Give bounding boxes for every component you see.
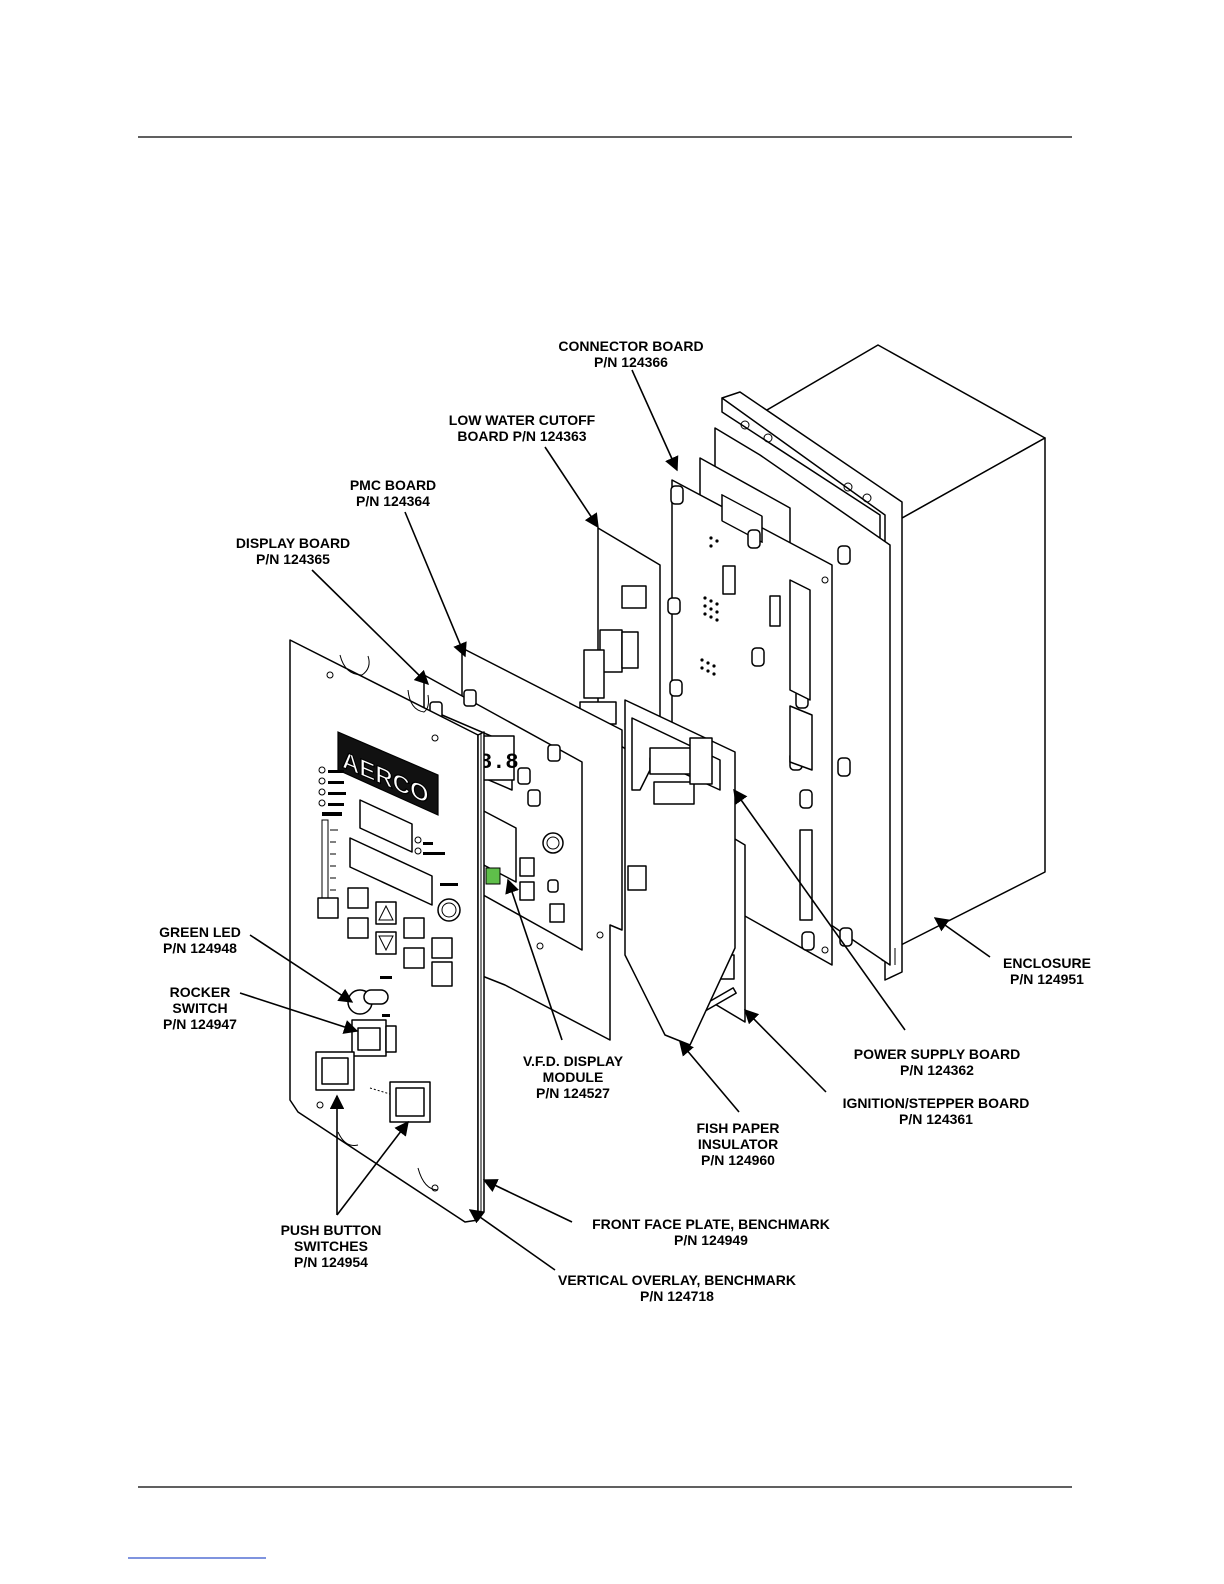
label-ignition-stepper-board: IGNITION/STEPPER BOARD P/N 124361: [843, 1095, 1030, 1127]
label-green-led: GREEN LED P/N 124948: [159, 924, 241, 956]
svg-text:P/N 124362: P/N 124362: [900, 1062, 974, 1078]
label-pmc-board: PMC BOARD P/N 124364: [350, 477, 436, 509]
label-enclosure: ENCLOSURE P/N 124951: [1003, 955, 1091, 987]
svg-text:SWITCH: SWITCH: [172, 1000, 227, 1016]
label-power-supply-board: POWER SUPPLY BOARD P/N 124362: [854, 1046, 1020, 1078]
label-vertical-overlay: VERTICAL OVERLAY, BENCHMARK P/N 124718: [558, 1272, 796, 1304]
label-display-board: DISPLAY BOARD P/N 124365: [236, 535, 350, 567]
svg-text:CONNECTOR BOARD: CONNECTOR BOARD: [558, 338, 703, 354]
svg-text:P/N 124954: P/N 124954: [294, 1254, 368, 1270]
svg-text:IGNITION/STEPPER BOARD: IGNITION/STEPPER BOARD: [843, 1095, 1030, 1111]
green-led-part[interactable]: [347, 976, 392, 1015]
svg-text:8.8: 8.8: [479, 750, 519, 775]
label-low-water-cutoff: LOW WATER CUTOFF BOARD P/N 124363: [449, 412, 596, 444]
svg-text:P/N 124527: P/N 124527: [536, 1085, 610, 1101]
label-connector-board: CONNECTOR BOARD P/N 124366: [558, 338, 703, 370]
svg-text:P/N 124949: P/N 124949: [674, 1232, 748, 1248]
status-leds: [318, 766, 346, 807]
push-button-switch-2[interactable]: [369, 1081, 431, 1123]
svg-text:P/N 124948: P/N 124948: [163, 940, 237, 956]
svg-text:P/N 124947: P/N 124947: [163, 1016, 237, 1032]
keypad: [317, 883, 461, 987]
svg-text:V.F.D. DISPLAY: V.F.D. DISPLAY: [523, 1053, 624, 1069]
svg-text:DISPLAY BOARD: DISPLAY BOARD: [236, 535, 350, 551]
svg-text:ROCKER: ROCKER: [170, 984, 231, 1000]
label-rocker-switch: ROCKER SWITCH P/N 124947: [163, 984, 237, 1032]
fish-paper-insulator: [624, 699, 736, 1046]
push-button-switch-1[interactable]: [315, 1051, 355, 1091]
svg-text:P/N 124718: P/N 124718: [640, 1288, 714, 1304]
label-push-button-switches: PUSH BUTTON SWITCHES P/N 124954: [281, 1222, 382, 1270]
svg-text:P/N 124366: P/N 124366: [594, 354, 668, 370]
svg-text:P/N 124951: P/N 124951: [1010, 971, 1084, 987]
label-front-face-plate: FRONT FACE PLATE, BENCHMARK P/N 124949: [592, 1216, 830, 1248]
vertical-overlay: [477, 731, 485, 1221]
svg-text:FISH PAPER: FISH PAPER: [697, 1120, 780, 1136]
svg-text:P/N 124364: P/N 124364: [356, 493, 430, 509]
svg-text:VERTICAL OVERLAY, BENCHMARK: VERTICAL OVERLAY, BENCHMARK: [558, 1272, 796, 1288]
svg-text:SWITCHES: SWITCHES: [294, 1238, 368, 1254]
svg-text:P/N 124365: P/N 124365: [256, 551, 330, 567]
svg-text:FRONT FACE PLATE, BENCHMARK: FRONT FACE PLATE, BENCHMARK: [592, 1216, 830, 1232]
enclosure: [721, 344, 1046, 981]
front-face-plate: [289, 639, 479, 1223]
vfd-windows: [349, 799, 445, 906]
label-vfd-display-module: V.F.D. DISPLAY MODULE P/N 124527: [523, 1053, 624, 1101]
svg-text:P/N 124960: P/N 124960: [701, 1152, 775, 1168]
label-fish-paper-insulator: FISH PAPER INSULATOR P/N 124960: [697, 1120, 780, 1168]
svg-text:PMC BOARD: PMC BOARD: [350, 477, 436, 493]
svg-text:POWER SUPPLY BOARD: POWER SUPPLY BOARD: [854, 1046, 1020, 1062]
svg-text:ENCLOSURE: ENCLOSURE: [1003, 955, 1091, 971]
svg-text:PUSH BUTTON: PUSH BUTTON: [281, 1222, 382, 1238]
leader-lines: [239, 369, 991, 1271]
svg-text:INSULATOR: INSULATOR: [698, 1136, 778, 1152]
svg-text:GREEN LED: GREEN LED: [159, 924, 241, 940]
svg-text:P/N 124361: P/N 124361: [899, 1111, 973, 1127]
svg-text:LOW WATER CUTOFF: LOW WATER CUTOFF: [449, 412, 596, 428]
svg-text:MODULE: MODULE: [543, 1069, 604, 1085]
svg-text:BOARD P/N 124363: BOARD P/N 124363: [457, 428, 586, 444]
